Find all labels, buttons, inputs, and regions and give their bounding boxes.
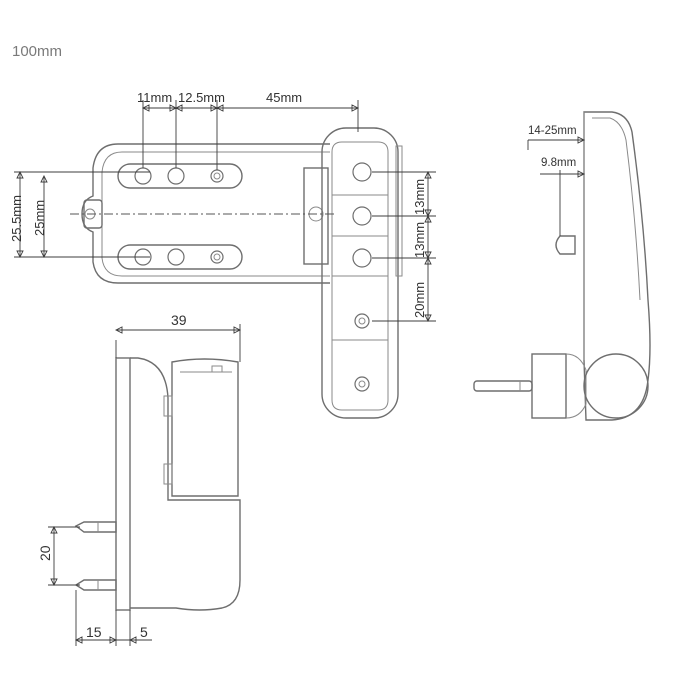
front-pin-1 (74, 521, 117, 533)
upper-slot-hole-2 (167, 167, 185, 185)
upper-slot-hole-1 (134, 167, 152, 185)
dim-20mm: 20mm (412, 282, 427, 318)
front-body-outline (130, 357, 241, 611)
side-knuckle (531, 353, 567, 419)
dim-13mm-b: 13mm (412, 222, 427, 258)
dim-13mm-a: 13mm (412, 179, 427, 215)
plate-hole-5 (354, 376, 370, 392)
front-tab-1 (163, 395, 173, 417)
dim-45mm: 45mm (266, 90, 302, 105)
front-pin-2 (74, 579, 117, 591)
plate-hole-5-core (358, 380, 366, 388)
dim-arrows-top (141, 104, 360, 112)
arm-connector (303, 167, 329, 265)
plate-hole-4-core (358, 317, 366, 325)
side-body-outline (583, 111, 651, 421)
plate-hole-2 (352, 206, 372, 226)
lower-slot-hole-2 (167, 248, 185, 266)
plate-edge (395, 145, 403, 277)
mounting-plate-inner (331, 141, 389, 411)
plate-hole-1 (352, 162, 372, 182)
dim-5: 5 (140, 624, 148, 640)
dim-arrows-left (16, 170, 48, 259)
dim-14-25mm: 14-25mm (528, 125, 577, 137)
side-view: 14-25mm 9.8mm (473, 111, 651, 421)
side-body-inner (592, 117, 641, 301)
top-view: 11mm 12.5mm 45mm 25.5mm 25mm 13mm 13mm 2… (9, 90, 436, 419)
upper-slot-hole-3 (210, 169, 224, 183)
mounting-plate (321, 127, 399, 419)
side-knuckle-cap (565, 353, 587, 419)
dim-15: 15 (86, 624, 102, 640)
side-barrel (583, 353, 649, 419)
plate-ribs (332, 194, 388, 341)
lower-slot-hole-3-core (213, 253, 221, 261)
side-fixing-pin (473, 380, 533, 392)
dim-20: 20 (37, 545, 53, 561)
plate-hole-4 (354, 313, 370, 329)
dim-arrow (577, 170, 586, 178)
front-knuckle-notch (211, 365, 223, 373)
upper-slot (117, 163, 243, 189)
lower-slot-hole-3 (210, 250, 224, 264)
front-view: 39 20 15 5 (37, 312, 242, 646)
side-small-pin (555, 235, 576, 255)
dim-arrows-right (424, 170, 432, 323)
scale-note: 100mm (12, 43, 62, 60)
front-base-plate (115, 357, 131, 611)
dim-arrows-39 (114, 326, 242, 334)
dim-arrows-15-5 (74, 636, 137, 644)
front-tab-2 (163, 463, 173, 485)
dim-25mm: 25mm (32, 200, 47, 236)
dim-arrow (577, 136, 586, 144)
dim-11mm: 11mm (137, 90, 172, 105)
upper-slot-hole-3-core (213, 172, 221, 180)
dim-25-5mm: 25.5mm (9, 195, 24, 242)
dim-9-8mm: 9.8mm (541, 157, 576, 169)
dim-arrows-20 (50, 525, 58, 587)
front-knuckle-block (171, 358, 239, 497)
dim-12-5mm: 12.5mm (178, 90, 225, 105)
dim-39: 39 (171, 312, 187, 328)
plate-hole-3 (352, 248, 372, 268)
